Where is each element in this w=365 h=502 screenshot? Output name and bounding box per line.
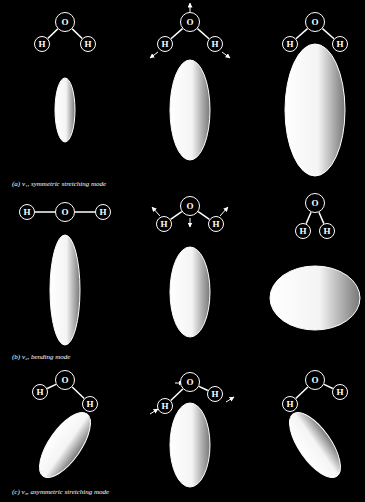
bond-line — [72, 387, 84, 399]
atom-symbol: H — [211, 390, 218, 399]
bond-line — [306, 212, 311, 223]
atom-symbol: H — [84, 40, 91, 49]
bond-line — [72, 29, 82, 39]
atom-circle: H — [282, 396, 298, 412]
atom-circle: H — [332, 384, 348, 400]
atom-symbol: O — [186, 202, 193, 211]
atom-circle: H — [295, 223, 311, 239]
atom-circle: H — [80, 36, 96, 52]
atom-circle: O — [55, 12, 75, 32]
atom-symbol: H — [99, 208, 106, 217]
atom-circle: H — [32, 384, 48, 400]
bond-line — [171, 389, 183, 401]
atom-circle: H — [95, 204, 111, 220]
atom-circle: H — [157, 36, 173, 52]
bond-line — [324, 384, 333, 388]
bond-line — [47, 384, 56, 388]
bond-line — [75, 211, 95, 213]
bond-line — [198, 212, 209, 220]
atom-symbol: H — [299, 227, 306, 236]
bond-line — [296, 387, 308, 399]
atom-circle: H — [207, 386, 223, 402]
mode-caption: (c) ν₃, asymmetric stretching mode — [12, 488, 109, 496]
atom-circle: H — [157, 398, 173, 414]
bond-line — [171, 29, 182, 39]
atom-symbol: O — [186, 18, 193, 27]
mode-caption: (a) ν₁, symmetric stretching mode — [12, 180, 106, 188]
atom-symbol: O — [311, 376, 318, 385]
bond-line — [198, 29, 209, 39]
atom-circle: H — [19, 204, 35, 220]
atom-circle: O — [305, 193, 325, 213]
atom-symbol: H — [161, 40, 168, 49]
atom-circle: O — [55, 370, 75, 390]
atom-symbol: H — [86, 400, 93, 409]
bond-line — [48, 29, 58, 39]
atom-symbol: H — [336, 388, 343, 397]
atom-circle: H — [319, 223, 335, 239]
atom-symbol: H — [286, 400, 293, 409]
atom-circle: H — [282, 36, 298, 52]
atom-circle: H — [156, 216, 172, 232]
mode-caption: (b) ν₂, bending mode — [12, 353, 70, 361]
atom-circle: H — [82, 396, 98, 412]
atom-symbol: H — [212, 220, 219, 229]
atom-symbol: H — [160, 220, 167, 229]
atom-circle: H — [34, 36, 50, 52]
atom-circle: H — [207, 36, 223, 52]
atom-symbol: O — [61, 18, 68, 27]
atom-symbol: O — [61, 376, 68, 385]
atom-symbol: H — [336, 40, 343, 49]
bond-line — [199, 386, 208, 390]
atom-circle: O — [180, 12, 200, 32]
bond-line — [35, 211, 55, 213]
bond-line — [296, 29, 307, 39]
atom-circle: H — [208, 216, 224, 232]
atom-circle: O — [305, 12, 325, 32]
atom-symbol: H — [323, 227, 330, 236]
motion-arrow — [150, 3, 234, 414]
bond-line — [323, 29, 334, 39]
atom-symbol: H — [161, 402, 168, 411]
atom-symbol: O — [61, 208, 68, 217]
atom-symbol: H — [23, 208, 30, 217]
ellipsoid — [30, 44, 360, 487]
atom-symbol: H — [36, 388, 43, 397]
atom-symbol: O — [311, 18, 318, 27]
atom-symbol: H — [286, 40, 293, 49]
atom-symbol: O — [186, 378, 193, 387]
atom-circle: H — [332, 36, 348, 52]
bond-line — [171, 212, 182, 220]
atom-symbol: H — [38, 40, 45, 49]
atom-symbol: O — [311, 199, 318, 208]
atom-circle: O — [180, 372, 200, 392]
atom-symbol: H — [211, 40, 218, 49]
atom-circle: O — [305, 370, 325, 390]
atom-circle: O — [180, 196, 200, 216]
atom-circle: O — [55, 202, 75, 222]
bond-line — [319, 212, 324, 223]
